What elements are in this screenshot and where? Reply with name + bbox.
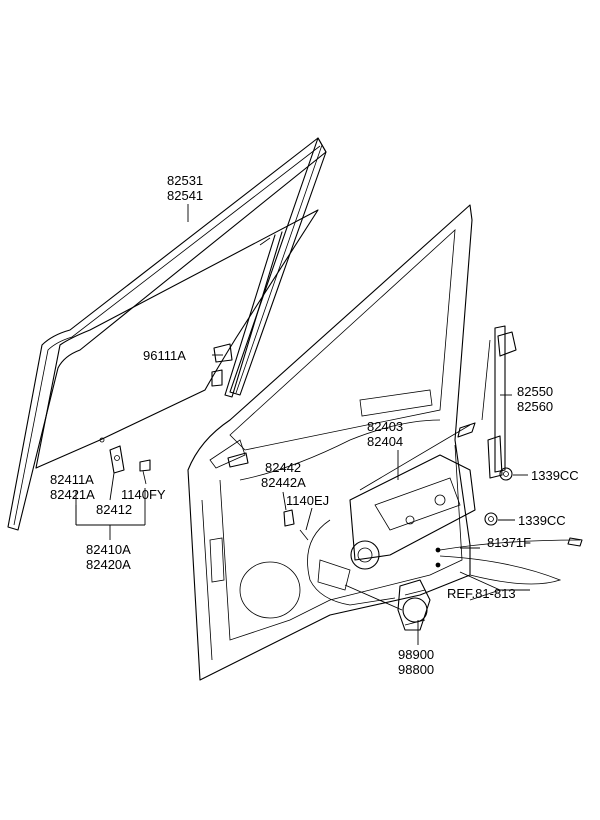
glass-run-channel <box>7 137 327 531</box>
window-regulator-part <box>307 422 476 606</box>
label-rail-2: 82560 <box>517 399 553 414</box>
label-nut-upper: 1339CC <box>531 468 579 483</box>
label-bolt-ej: 1140EJ <box>286 493 329 508</box>
label-motor-1: 98900 <box>398 647 434 662</box>
label-cable: 81371F <box>487 535 531 550</box>
regulator-motor-part <box>397 579 431 631</box>
label-bolt-fy: 1140FY <box>121 487 166 502</box>
label-glass-assy-1: 82410A <box>86 542 131 557</box>
leader-lines <box>75 204 530 645</box>
label-sticker: 96111A <box>143 348 186 363</box>
bracket-part <box>283 509 309 541</box>
label-glass-assy-2: 82420A <box>86 557 131 572</box>
label-glass-channel-2: 82421A <box>50 487 95 502</box>
label-bracket-1: 82442 <box>265 460 301 475</box>
label-glass-run-2: 82541 <box>167 188 203 203</box>
bolt-fy-part <box>139 459 151 485</box>
label-rail-1: 82550 <box>517 384 553 399</box>
cable-part <box>435 537 583 585</box>
nut-upper-part <box>499 467 513 481</box>
label-glass-run-1: 82531 <box>167 173 203 188</box>
label-bracket-2: 82442A <box>261 475 306 490</box>
part-labels: 82531 82541 96111A 82550 82560 1339CC 13… <box>50 173 579 677</box>
label-regulator-2: 82404 <box>367 434 403 449</box>
label-ref: REF.81-813 <box>447 586 516 601</box>
label-regulator-1: 82403 <box>367 419 403 434</box>
channel-bracket-part <box>99 437 125 474</box>
label-glass-channel-1: 82411A <box>50 472 94 487</box>
regulator-rail-part <box>481 325 517 479</box>
label-channel-assy: 82412 <box>96 502 132 517</box>
door-panel <box>187 204 473 681</box>
nut-lower-part <box>484 512 498 526</box>
door-glass <box>35 209 319 469</box>
sticker-part <box>211 343 233 387</box>
label-nut-lower: 1339CC <box>518 513 566 528</box>
label-motor-2: 98800 <box>398 662 434 677</box>
